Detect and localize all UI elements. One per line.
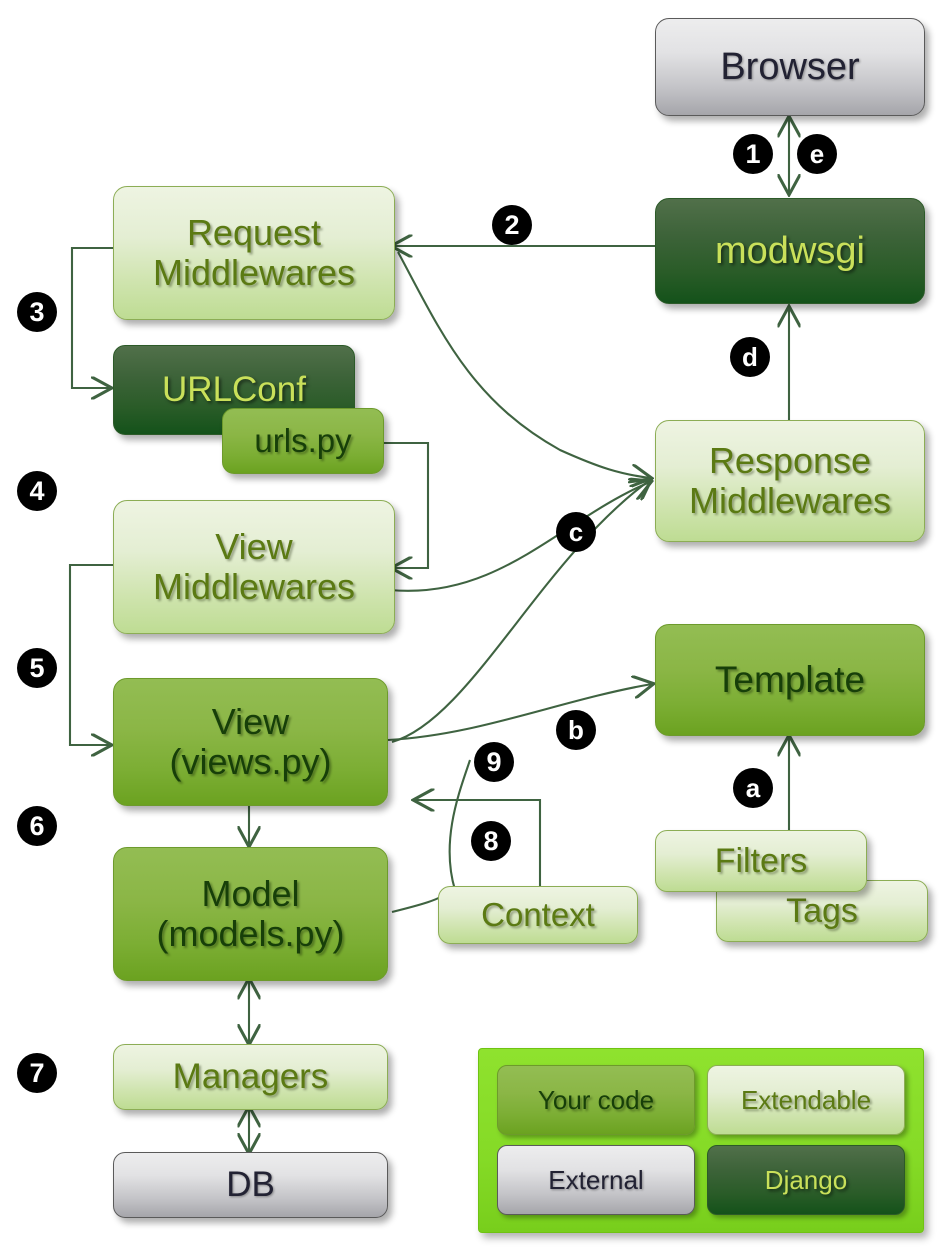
node-browser[interactable]: Browser — [655, 18, 925, 116]
node-template[interactable]: Template — [655, 624, 925, 736]
node-modwsgi[interactable]: modwsgi — [655, 198, 925, 304]
wire-request-response — [397, 251, 650, 478]
node-view-middlewares[interactable]: View Middlewares — [113, 500, 395, 634]
wire-request-urlconf — [70, 246, 115, 388]
marker-a: a — [733, 768, 773, 808]
marker-c: c — [556, 512, 596, 552]
legend-item-extendable: Extendable — [707, 1065, 905, 1135]
marker-b: b — [556, 710, 596, 750]
node-view[interactable]: View (views.py) — [113, 678, 388, 806]
marker-d: d — [730, 337, 770, 377]
marker-1: 1 — [733, 134, 773, 174]
marker-5: 5 — [17, 648, 57, 688]
node-request-middlewares[interactable]: Request Middlewares — [113, 186, 395, 320]
node-filters[interactable]: Filters — [655, 830, 867, 892]
node-managers[interactable]: Managers — [113, 1044, 388, 1110]
wire-view-response — [391, 480, 650, 744]
marker-8: 8 — [471, 821, 511, 861]
marker-6: 6 — [17, 806, 57, 846]
node-response-middlewares[interactable]: Response Middlewares — [655, 420, 925, 542]
node-context[interactable]: Context — [438, 886, 638, 944]
marker-9: 9 — [474, 742, 514, 782]
legend-item-django: Django — [707, 1145, 905, 1215]
marker-7: 7 — [17, 1053, 57, 1093]
wire-view-template — [387, 684, 652, 742]
marker-4: 4 — [17, 471, 57, 511]
wire-viewmw-view — [68, 563, 115, 745]
wire-context-model-curve — [448, 759, 471, 891]
legend-item-your-code: Your code — [497, 1065, 695, 1135]
node-model[interactable]: Model (models.py) — [113, 847, 388, 981]
legend-item-external: External — [497, 1145, 695, 1215]
marker-e: e — [797, 134, 837, 174]
marker-2: 2 — [492, 205, 532, 245]
marker-3: 3 — [17, 292, 57, 332]
node-urls-py[interactable]: urls.py — [222, 408, 384, 474]
wire-viewmw-response — [389, 482, 650, 592]
legend: Your code Extendable External Django — [478, 1048, 924, 1233]
node-db[interactable]: DB — [113, 1152, 388, 1218]
